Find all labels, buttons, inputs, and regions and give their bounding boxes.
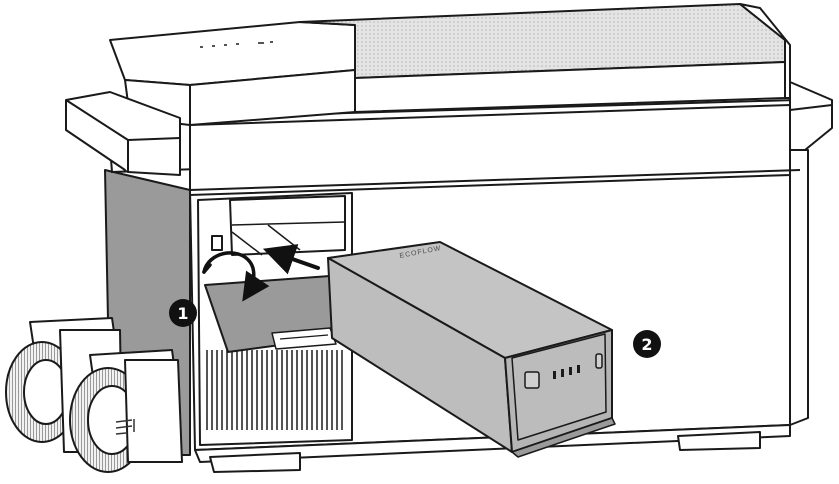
battery-power-button (524, 371, 540, 389)
insert-arrow-icon (262, 244, 320, 275)
wheel-front (69, 349, 183, 473)
rotate-arrow-icon (202, 251, 270, 302)
callout-step-2: 2 (633, 330, 661, 358)
battery-connector (595, 353, 603, 369)
control-panel-indicators (200, 41, 273, 48)
compartment-latch (211, 235, 223, 251)
callout-step-2-number: 2 (641, 335, 652, 354)
ef-logo-icon (115, 419, 135, 435)
battery-compartment (197, 192, 353, 446)
cooler-lid (109, 3, 791, 126)
cooler-foot-left (209, 452, 301, 473)
cooler-right-edge (789, 149, 809, 426)
cooler-foot-right (677, 431, 761, 451)
battery-pack: ECOFLOW (327, 241, 616, 458)
battery-level-leds (553, 365, 580, 379)
cooler-base (194, 424, 791, 463)
compartment-vents (205, 350, 345, 430)
handle-right (789, 81, 833, 151)
callout-step-1-number: 1 (177, 304, 188, 323)
compartment-cavity (229, 195, 346, 256)
handle-left (65, 91, 181, 176)
callout-step-1: 1 (169, 299, 197, 327)
